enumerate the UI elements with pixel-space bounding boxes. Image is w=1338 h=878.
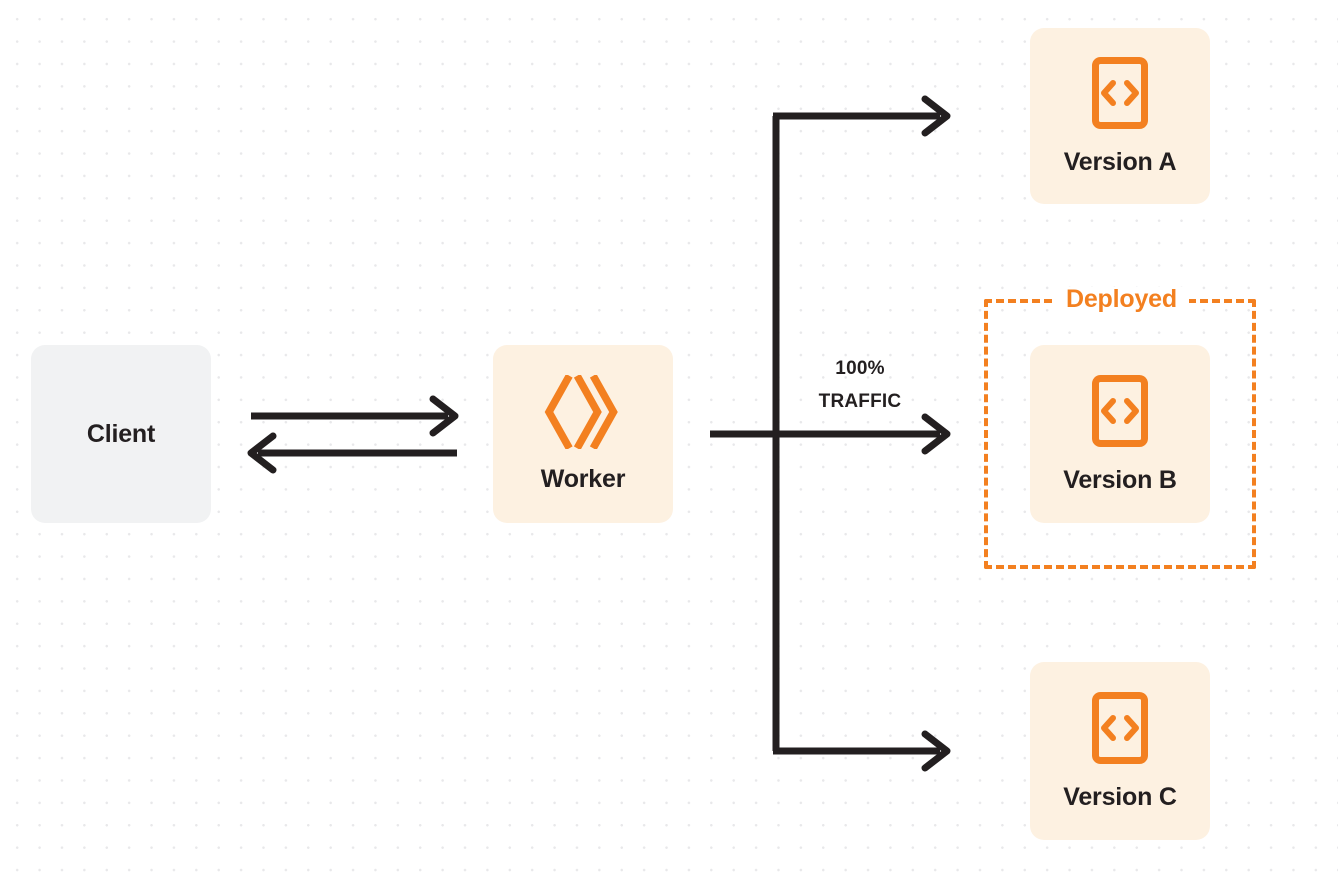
code-file-icon xyxy=(1091,374,1149,448)
node-version-c[interactable]: Version C xyxy=(1030,662,1210,840)
cloudflare-workers-logo-icon xyxy=(543,373,623,450)
code-file-icon xyxy=(1091,691,1149,765)
node-version-c-label: Version C xyxy=(1063,782,1177,811)
deployed-group-label: Deployed xyxy=(1054,287,1189,312)
node-client[interactable]: Client xyxy=(31,345,211,523)
edge-worker-to-version-a xyxy=(773,95,951,137)
edge-worker-to-client xyxy=(247,432,457,474)
traffic-percent: 100% xyxy=(835,358,885,379)
node-version-b[interactable]: Version B xyxy=(1030,345,1210,523)
edge-worker-to-version-b xyxy=(710,413,951,455)
node-version-a-label: Version A xyxy=(1063,147,1177,176)
traffic-annotation: 100% TRAFFIC xyxy=(760,352,960,419)
node-version-b-label: Version B xyxy=(1063,465,1177,494)
code-file-icon xyxy=(1091,56,1149,130)
edge-worker-to-version-c xyxy=(773,730,951,772)
node-worker[interactable]: Worker xyxy=(493,345,673,523)
node-worker-label: Worker xyxy=(540,464,626,493)
edge-client-to-worker xyxy=(251,395,459,437)
node-version-a[interactable]: Version A xyxy=(1030,28,1210,204)
traffic-caption: TRAFFIC xyxy=(818,391,902,413)
node-client-label: Client xyxy=(86,419,156,448)
